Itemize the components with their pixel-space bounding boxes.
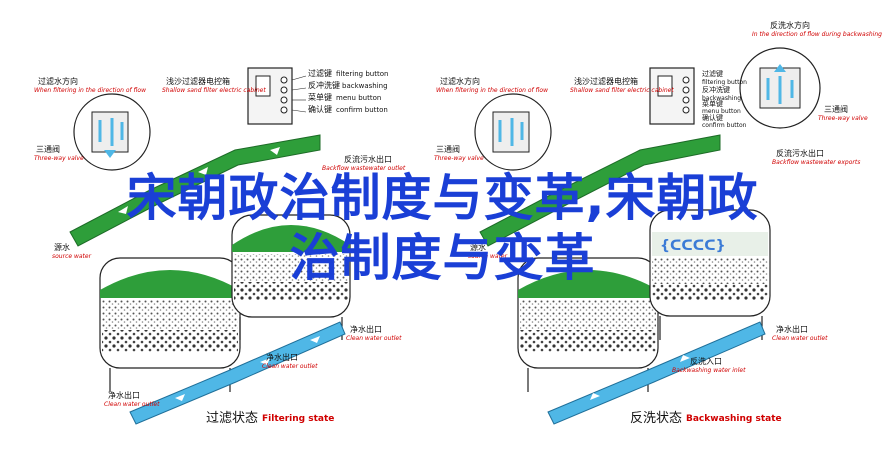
- right-tank-swirl-glyphs: {ᑕᑕᑕᑕ}: [660, 238, 726, 254]
- right-valve-detail: [474, 93, 552, 171]
- left-controller-en: Shallow sand filter electric cabinet: [162, 87, 266, 94]
- left-clean-pipe: [129, 321, 346, 425]
- left-clean-out2-en: Clean water outlet: [262, 363, 318, 370]
- right-wastewater-cn: 反流污水出口: [776, 148, 824, 158]
- right-panel: {ᑕᑕᑕᑕ} 反洗水方向 In the direction of flow du…: [434, 20, 882, 426]
- left-source-cn: 源水: [54, 242, 70, 252]
- left-tank-2: [231, 214, 351, 340]
- left-wastewater-cn: 反流污水出口: [344, 154, 392, 164]
- right-threeway2-en: Three-way valve: [434, 155, 484, 162]
- right-btn-back-cn: 反冲洗键: [702, 85, 730, 94]
- left-panel: 过滤水方向 When filtering in the direction of…: [34, 67, 406, 426]
- right-flow-dir2-en: When filtering in the direction of flow: [436, 87, 548, 94]
- right-tank-2: {ᑕᑕᑕᑕ}: [649, 209, 771, 340]
- right-inlet-en: Backwashing water inlet: [672, 367, 746, 374]
- left-inlet-cn: 净水出口: [108, 390, 140, 400]
- right-btn-filter-en: filtering button: [702, 79, 747, 86]
- right-threeway2-cn: 三通阀: [436, 144, 460, 154]
- left-btn-filter-cn: 过滤键: [308, 68, 332, 78]
- right-caption-cn: 反洗状态: [630, 411, 682, 426]
- left-btn-filter-en: filtering button: [336, 70, 388, 78]
- left-backflow-pipe: [69, 134, 321, 247]
- right-tank-1: [517, 257, 659, 392]
- left-btn-back-cn: 反冲洗键: [308, 80, 340, 90]
- right-source-cn: 源水: [470, 242, 486, 252]
- left-btn-confirm-cn: 确认键: [308, 104, 332, 114]
- right-wastewater-en: Backflow wastewater exports: [772, 159, 860, 166]
- left-wastewater-en: Backflow wastewater outlet: [322, 165, 406, 172]
- left-btn-back-en: backwashing: [342, 82, 388, 90]
- right-btn-back-en: backwashing: [702, 95, 741, 102]
- right-inlet-cn: 反洗入口: [690, 356, 722, 366]
- left-btn-menu-cn: 菜单键: [308, 92, 332, 102]
- right-btn-filter-cn: 过滤键: [702, 69, 723, 78]
- left-inlet-en: Clean water outlet: [104, 401, 160, 408]
- right-btn-confirm-en: confirm button: [702, 122, 747, 129]
- left-clean-out2-cn: 净水出口: [266, 352, 298, 362]
- right-clean-out-en: Clean water outlet: [772, 335, 828, 342]
- left-flow-dir-cn: 过滤水方向: [38, 76, 78, 86]
- left-valve-detail: [73, 93, 151, 171]
- left-flow-dir-en: When filtering in the direction of flow: [34, 87, 146, 94]
- left-threeway-en: Three-way valve: [34, 155, 84, 162]
- left-caption-cn: 过滤状态: [206, 411, 258, 426]
- left-control-cabinet: [247, 67, 307, 125]
- right-control-cabinet: [649, 67, 695, 125]
- right-threeway-cn: 三通阀: [824, 104, 848, 114]
- right-controller-cn: 浅沙过滤器电控箱: [574, 76, 638, 86]
- right-source-en: source water: [468, 253, 508, 260]
- right-caption-en: Backwashing state: [686, 414, 782, 424]
- right-btn-confirm-cn: 确认键: [702, 113, 723, 122]
- left-clean-out-cn: 净水出口: [350, 324, 382, 334]
- left-source-en: source water: [52, 253, 92, 260]
- right-btn-menu-cn: 菜单键: [702, 99, 723, 108]
- right-clean-out-cn: 净水出口: [776, 324, 808, 334]
- left-btn-confirm-en: confirm button: [336, 106, 388, 114]
- left-caption-en: Filtering state: [262, 414, 334, 424]
- right-flow-dir-cn: 反洗水方向: [770, 20, 810, 30]
- left-tank-1: [99, 257, 241, 392]
- right-controller-en: Shallow sand filter electric cabinet: [570, 87, 674, 94]
- left-btn-menu-en: menu button: [336, 94, 381, 102]
- left-clean-out-en: Clean water outlet: [346, 335, 402, 342]
- left-threeway-cn: 三通阀: [36, 144, 60, 154]
- left-controller-cn: 浅沙过滤器电控箱: [166, 76, 230, 86]
- right-threeway-en: Three-way valve: [818, 115, 868, 122]
- right-btn-menu-en: menu button: [702, 108, 741, 115]
- right-valve-detail-top: [739, 47, 821, 129]
- right-flow-dir2-cn: 过滤水方向: [440, 76, 480, 86]
- right-inlet-pipe: [547, 321, 766, 425]
- right-backflow-pipe: [479, 134, 721, 247]
- right-flow-dir-en: In the direction of flow during backwash…: [752, 31, 882, 38]
